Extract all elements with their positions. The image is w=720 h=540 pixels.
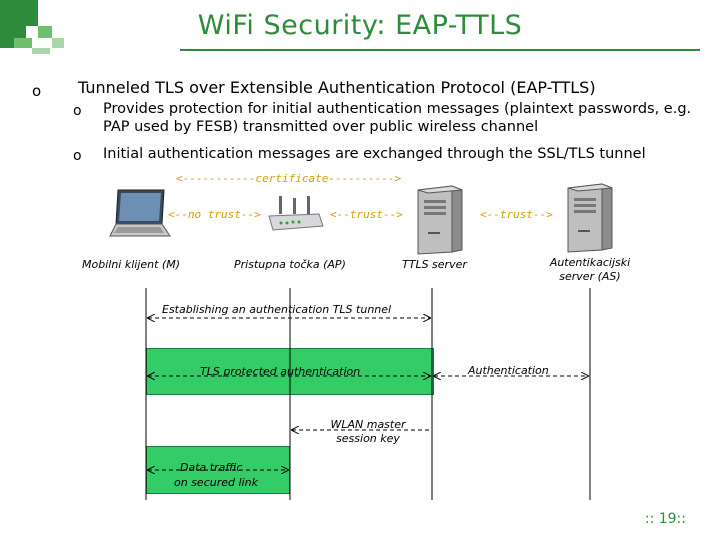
laptop-icon [109,189,171,237]
slide-title: WiFi Security: EAP-TTLS [197,10,523,41]
router-icon [268,196,324,231]
no-trust-label: <--no trust--> [168,208,261,221]
auth-server-icon [567,183,613,253]
sub-bullet-marker: o [73,103,82,119]
authentication-label: Authentication [468,364,549,377]
ttls-server-icon [417,185,463,255]
ttls-server-label: TTLS server [402,258,467,271]
certificate-label: <-----------certificate----------> [176,172,402,185]
trust-label-server: <--trust--> [480,208,553,221]
bullet-marker: o [32,82,42,100]
sub-bullet-text: Provides protection for initial authenti… [103,101,692,135]
protected-auth-label: TLS protected authentication [200,365,361,378]
sub-bullet-marker: o [73,148,82,164]
data-traffic-label: Data traffic [180,461,243,474]
page-number: :: 19:: [644,511,686,527]
trust-label-ap: <--trust--> [330,208,403,221]
main-bullet-text: Tunneled TLS over Extensible Authenticat… [78,78,596,97]
secured-link-label: on secured link [174,476,258,489]
title-underline [180,49,700,51]
sub-bullet-text: Initial authentication messages are exch… [103,146,646,162]
ap-label: Pristupna točka (AP) [234,258,346,271]
corner-decoration [0,0,64,54]
auth-server-label: Autentikacijski server (AS) [549,256,631,283]
tunnel-label: Establishing an authentication TLS tunne… [162,303,392,316]
master-key-label: WLAN master session key [330,418,406,445]
client-label: Mobilni klijent (M) [82,258,181,271]
